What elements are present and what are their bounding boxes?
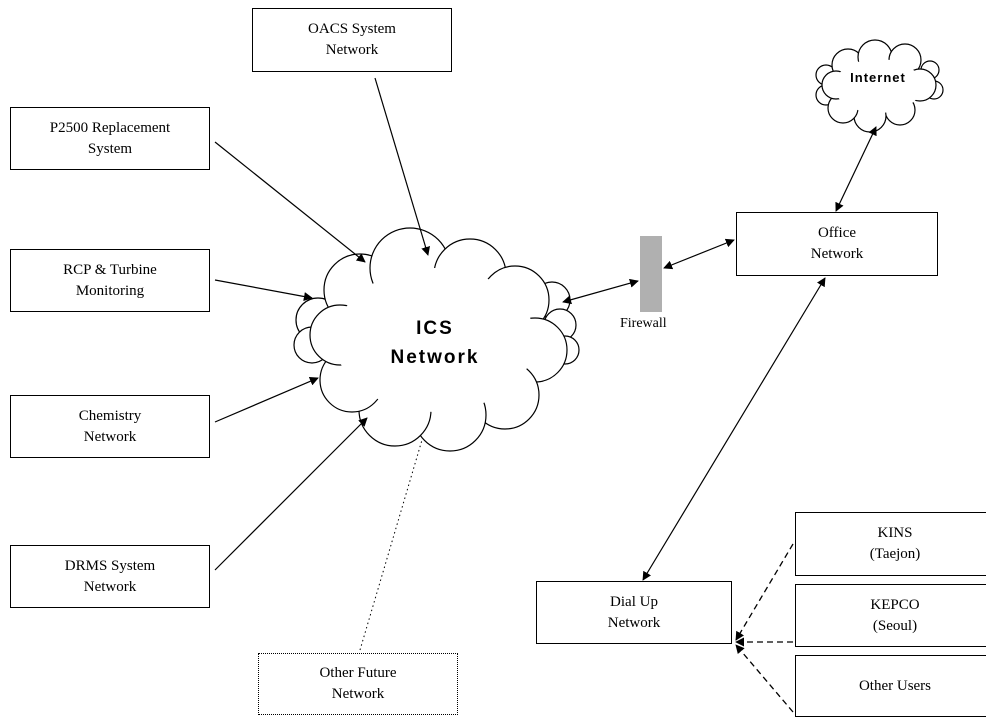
edge-drms-ics [214,417,368,571]
other-users-node: Other Users [795,655,986,717]
other-users-label: Other Users [858,677,932,694]
chemistry-network-node: Chemistry Network [10,395,210,458]
drms-network-node: DRMS System Network [10,545,210,608]
other-future-network-node: Other Future Network [258,653,458,715]
oacs-line2: Network [325,42,379,58]
oacs-network-node: OACS System Network [252,8,452,72]
office-line1: Office [817,225,857,241]
edge-future-ics [359,439,423,651]
oacs-line1: OACS System [308,21,396,37]
dialup-line2: Network [607,614,661,631]
p2500-replacement-node: P2500 Replacement System [10,107,210,170]
kepco-node: KEPCO (Seoul) [795,584,986,647]
kins-node: KINS (Taejon) [795,512,986,576]
kepco-line2: (Seoul) [872,617,918,634]
dialup-network-node: Dial Up Network [536,581,732,644]
ics-cloud-label: ICS Network [360,314,510,372]
office-network-node: Office Network [736,212,938,276]
p2500-line2: System [87,140,133,157]
firewall-label: Firewall [620,316,667,331]
kepco-line1: KEPCO [870,596,920,613]
other-future-line1: Other Future [319,665,397,681]
ics-label-line1: ICS [416,318,454,339]
edge-rcp-ics [214,279,313,301]
other-future-line2: Network [331,686,385,702]
drms-line1: DRMS System [64,557,156,574]
ics-label-line2: Network [390,347,480,368]
chemistry-line1: Chemistry [78,407,142,424]
dialup-line1: Dial Up [610,593,658,610]
internet-cloud-label: Internet [850,70,906,85]
edge-otherusers-dialup [735,644,794,713]
rcp-line2: Monitoring [75,282,145,299]
ics-cloud-shape [293,227,580,452]
edge-kins-dialup [735,543,794,641]
edge-p2500-ics [214,141,366,263]
edge-ics-firewall [562,278,639,305]
rcp-line1: RCP & Turbine [63,261,157,278]
drms-line2: Network [83,578,137,595]
internet-cloud-shape [815,39,944,133]
firewall-bar [640,236,662,312]
edge-chemistry-ics [214,377,319,423]
office-line2: Network [810,246,864,262]
edge-oacs-ics [374,77,430,256]
kins-line2: (Taejon) [869,546,921,562]
edge-firewall-office [663,238,735,270]
rcp-turbine-node: RCP & Turbine Monitoring [10,249,210,312]
chemistry-line2: Network [83,428,137,445]
edge-office-dialup [642,277,826,581]
edge-office-internet [835,126,877,212]
p2500-line1: P2500 Replacement [49,119,171,136]
kins-line1: KINS [877,525,913,541]
